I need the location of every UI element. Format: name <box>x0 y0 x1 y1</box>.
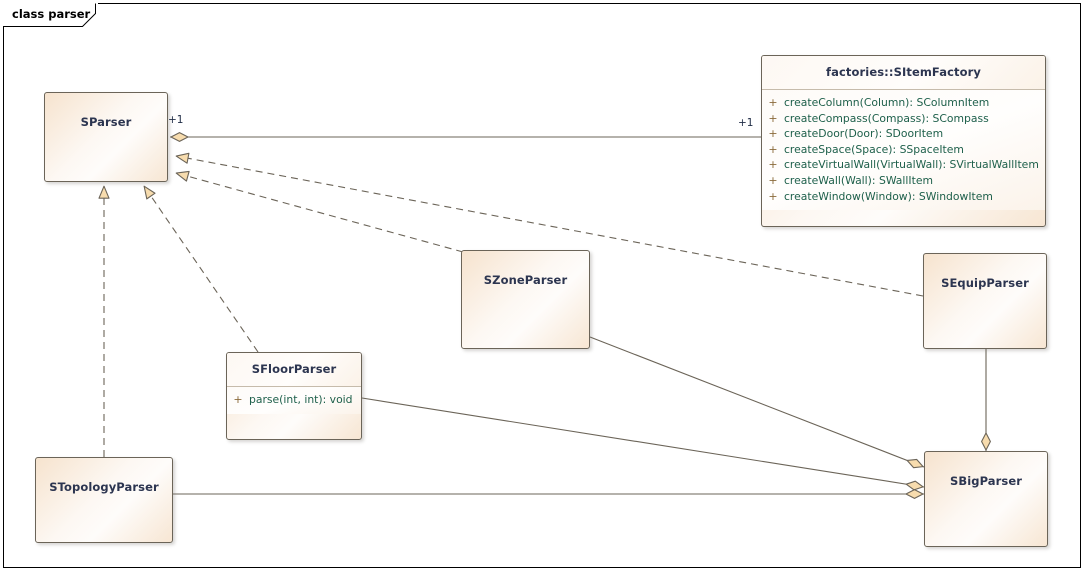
class-name-sbigparser: SBigParser <box>949 474 1023 488</box>
member-row: + createDoor(Door): SDoorItem <box>762 126 1045 142</box>
member-visibility: + <box>768 189 778 203</box>
member-visibility: + <box>768 111 778 125</box>
member-row: + createColumn(Column): SColumnItem <box>762 95 1045 111</box>
class-box-sparser[interactable]: SParser <box>44 92 168 182</box>
class-members-sfloorparser: + parse(int, int): void <box>227 387 361 414</box>
member-visibility: + <box>768 127 778 141</box>
edge-sfloorparser-sbigparser <box>361 397 925 491</box>
class-box-szoneparser[interactable]: SZoneParser <box>461 250 590 349</box>
edge-sequipparser-sparser <box>175 152 924 297</box>
class-box-sfloorparser[interactable]: SFloorParser + parse(int, int): void <box>226 352 362 440</box>
member-visibility: + <box>233 393 243 406</box>
class-box-sbigparser[interactable]: SBigParser <box>924 451 1048 547</box>
class-box-stopologyparser[interactable]: STopologyParser <box>35 457 173 543</box>
member-signature: parse(int, int): void <box>249 393 353 406</box>
class-name-sequipparser: SEquipParser <box>941 276 1029 290</box>
class-name-sparser: SParser <box>80 115 132 129</box>
class-name-sitemfactory: factories::SItemFactory <box>826 65 981 79</box>
member-signature: createDoor(Door): SDoorItem <box>784 127 944 141</box>
multiplicity-target: +1 <box>738 117 754 129</box>
member-visibility: + <box>768 158 778 172</box>
edge-szoneparser-sbigparser <box>589 336 925 469</box>
diagram-frame <box>3 3 1081 568</box>
member-row: + createVirtualWall(VirtualWall): SVirtu… <box>762 157 1045 173</box>
member-signature: createWall(Wall): SWallItem <box>784 173 933 187</box>
member-row: + createCompass(Compass): SCompass <box>762 111 1045 127</box>
member-signature: createVirtualWall(VirtualWall): SVirtual… <box>784 158 1039 172</box>
member-visibility: + <box>768 173 778 187</box>
member-row: + parse(int, int): void <box>227 392 361 408</box>
class-members-sitemfactory: + createColumn(Column): SColumnItem + cr… <box>762 90 1045 211</box>
multiplicity-source: +1 <box>168 114 184 126</box>
class-box-sitemfactory[interactable]: factories::SItemFactory + createColumn(C… <box>761 55 1046 227</box>
member-signature: createCompass(Compass): SCompass <box>784 111 989 125</box>
member-row: + createSpace(Space): SSpaceItem <box>762 142 1045 158</box>
edge-sfloorparser-sparser <box>143 185 259 353</box>
member-row: + createWall(Wall): SWallItem <box>762 173 1045 189</box>
class-name-sfloorparser: SFloorParser <box>251 362 337 376</box>
edge-szoneparser-sparser <box>175 170 464 253</box>
class-header-sitemfactory: factories::SItemFactory <box>762 56 1045 90</box>
class-name-stopologyparser: STopologyParser <box>49 480 159 494</box>
member-visibility: + <box>768 96 778 109</box>
class-box-sequipparser[interactable]: SEquipParser <box>923 253 1047 349</box>
member-row: + createWindow(Window): SWindowItem <box>762 189 1045 205</box>
member-signature: createWindow(Window): SWindowItem <box>784 189 993 203</box>
diagram-frame-label: class parser <box>12 7 91 21</box>
member-signature: createSpace(Space): SSpaceItem <box>784 142 964 156</box>
diagram-frame-tab: class parser <box>3 3 99 27</box>
member-signature: createColumn(Column): SColumnItem <box>784 96 990 109</box>
class-header-sfloorparser: SFloorParser <box>227 353 361 387</box>
member-visibility: + <box>768 142 778 156</box>
class-name-szoneparser: SZoneParser <box>483 273 568 287</box>
